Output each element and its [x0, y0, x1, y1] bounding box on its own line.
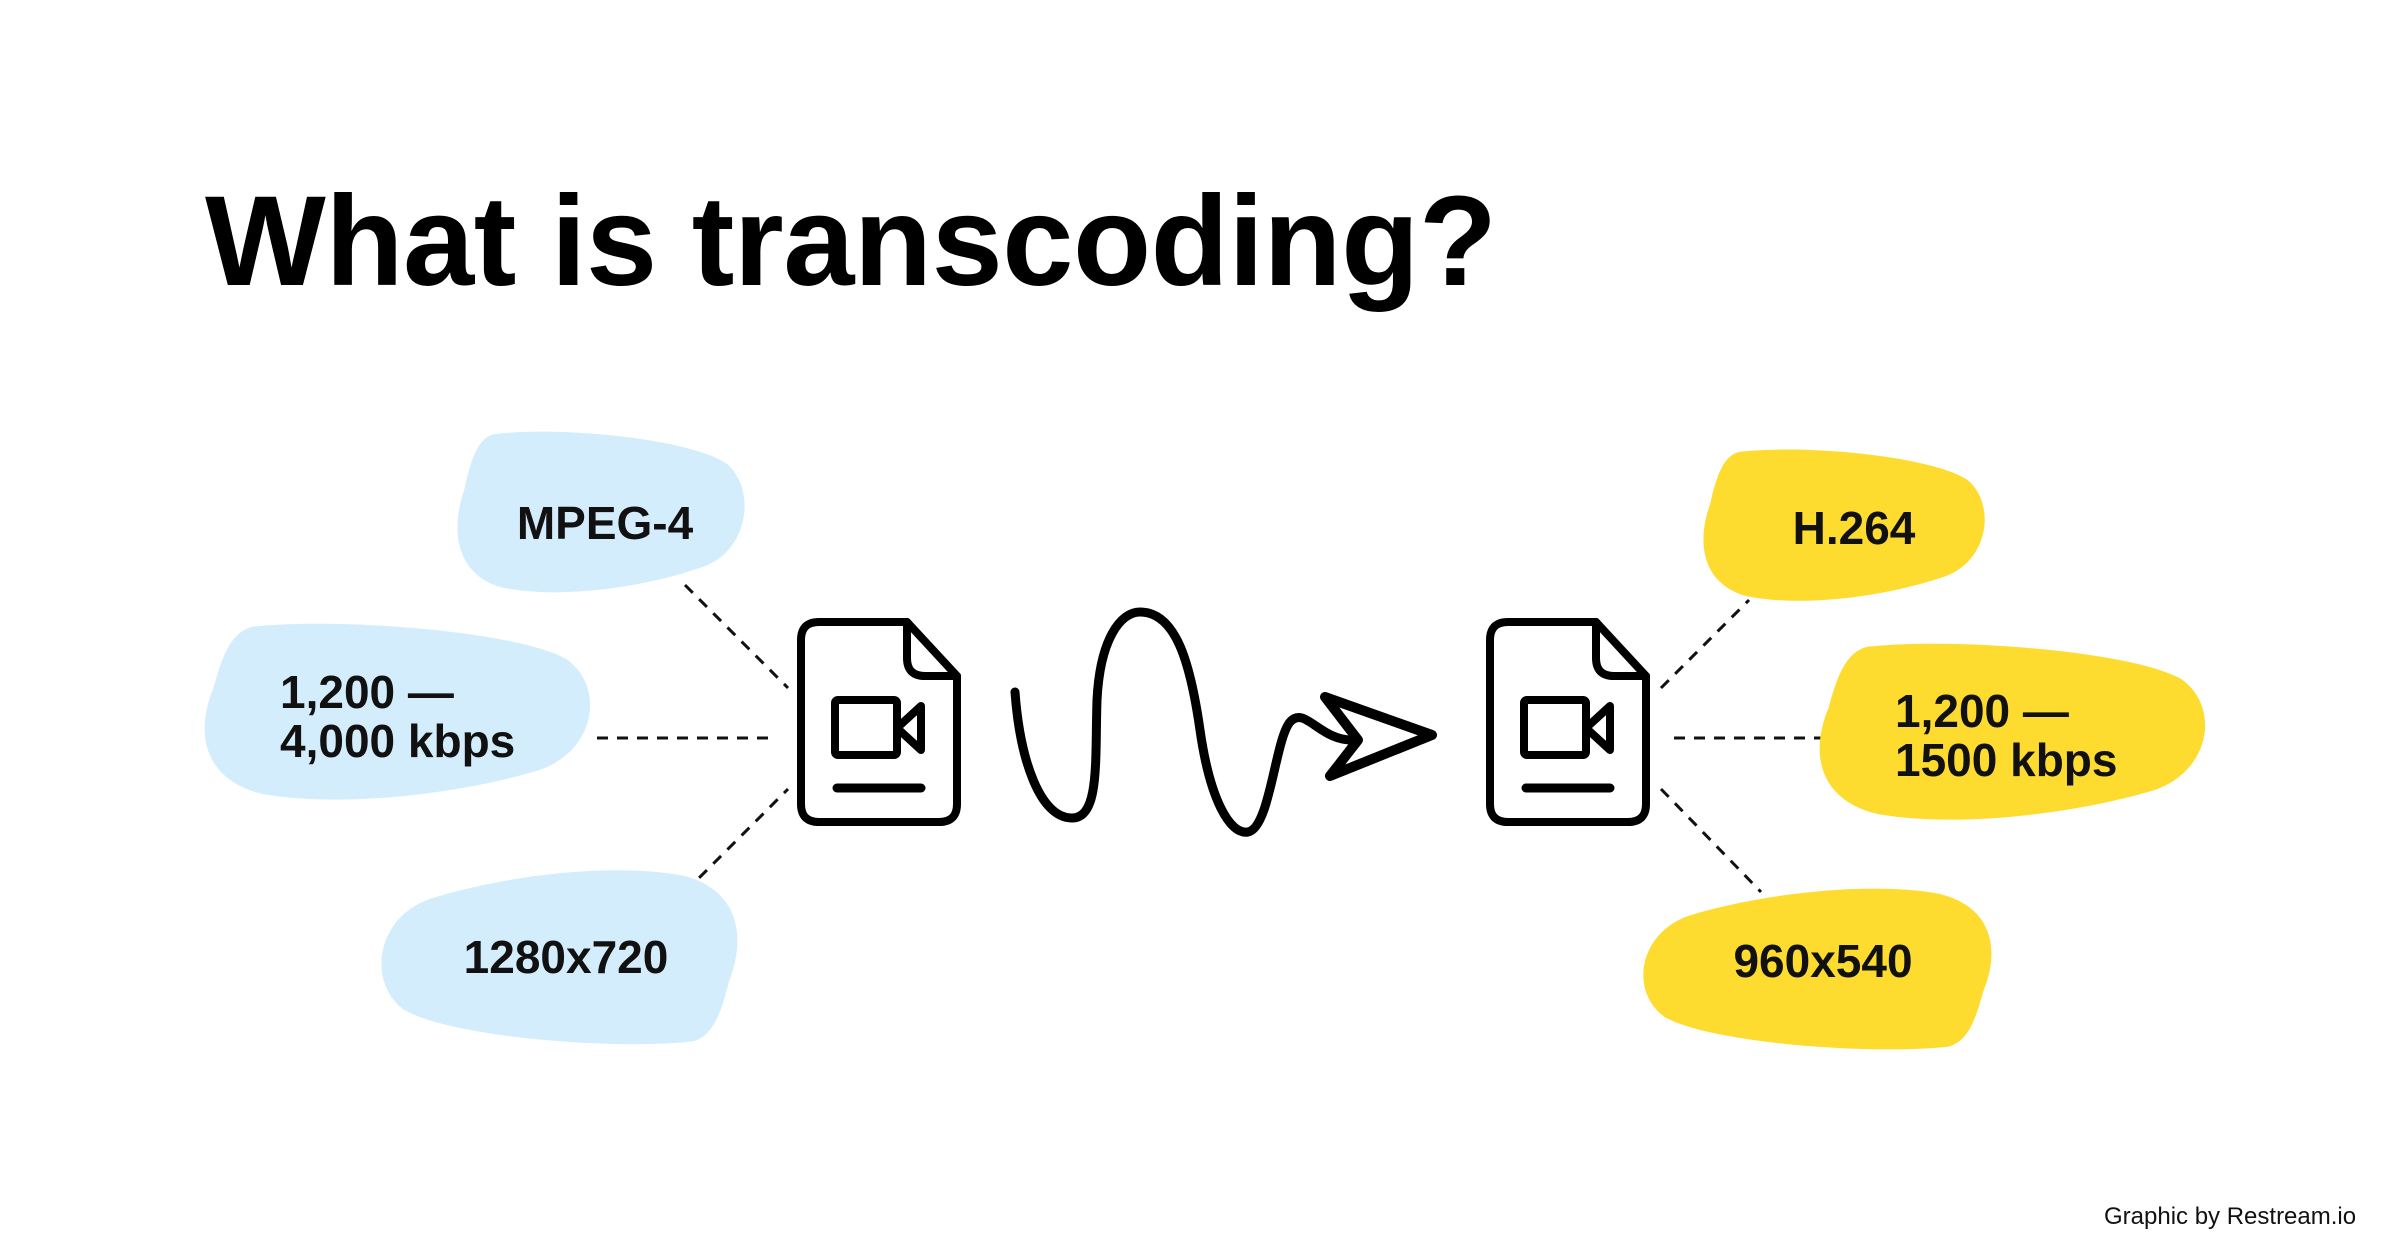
- output-bitrate-badge: 1,200 — 1500 kbps: [1819, 643, 2206, 820]
- output-bitrate-line1: 1,200 —: [1895, 685, 2069, 737]
- video-file-icon: [797, 618, 961, 826]
- footer-credit: Graphic by Restream.io: [2104, 1203, 2356, 1230]
- connector-line: [1659, 787, 1763, 894]
- source-format-badge: MPEG-4: [457, 431, 745, 593]
- video-file-icon: [1486, 618, 1650, 826]
- output-connectors: [1659, 598, 1823, 894]
- output-resolution: 960x540: [1733, 935, 1912, 987]
- source-resolution: 1280x720: [464, 931, 669, 983]
- source-bitrate-line1: 1,200 —: [280, 666, 454, 718]
- source-resolution-badge: 1280x720: [381, 870, 738, 1045]
- output-format: H.264: [1793, 502, 1916, 554]
- source-bitrate-badge: 1,200 — 4,000 kbps: [204, 623, 591, 800]
- source-connectors: [597, 583, 790, 894]
- connector-line: [1659, 598, 1751, 690]
- source-format: MPEG-4: [517, 497, 694, 549]
- output-bitrate-line2: 1500 kbps: [1895, 734, 2117, 786]
- connector-line: [683, 583, 790, 690]
- source-bitrate-line2: 4,000 kbps: [280, 715, 515, 767]
- transcode-arrow-icon: [1010, 607, 1437, 837]
- output-format-badge: H.264: [1703, 449, 1985, 601]
- page-title: What is transcoding?: [205, 170, 1495, 313]
- output-resolution-badge: 960x540: [1643, 888, 1992, 1050]
- connector-line: [683, 787, 790, 894]
